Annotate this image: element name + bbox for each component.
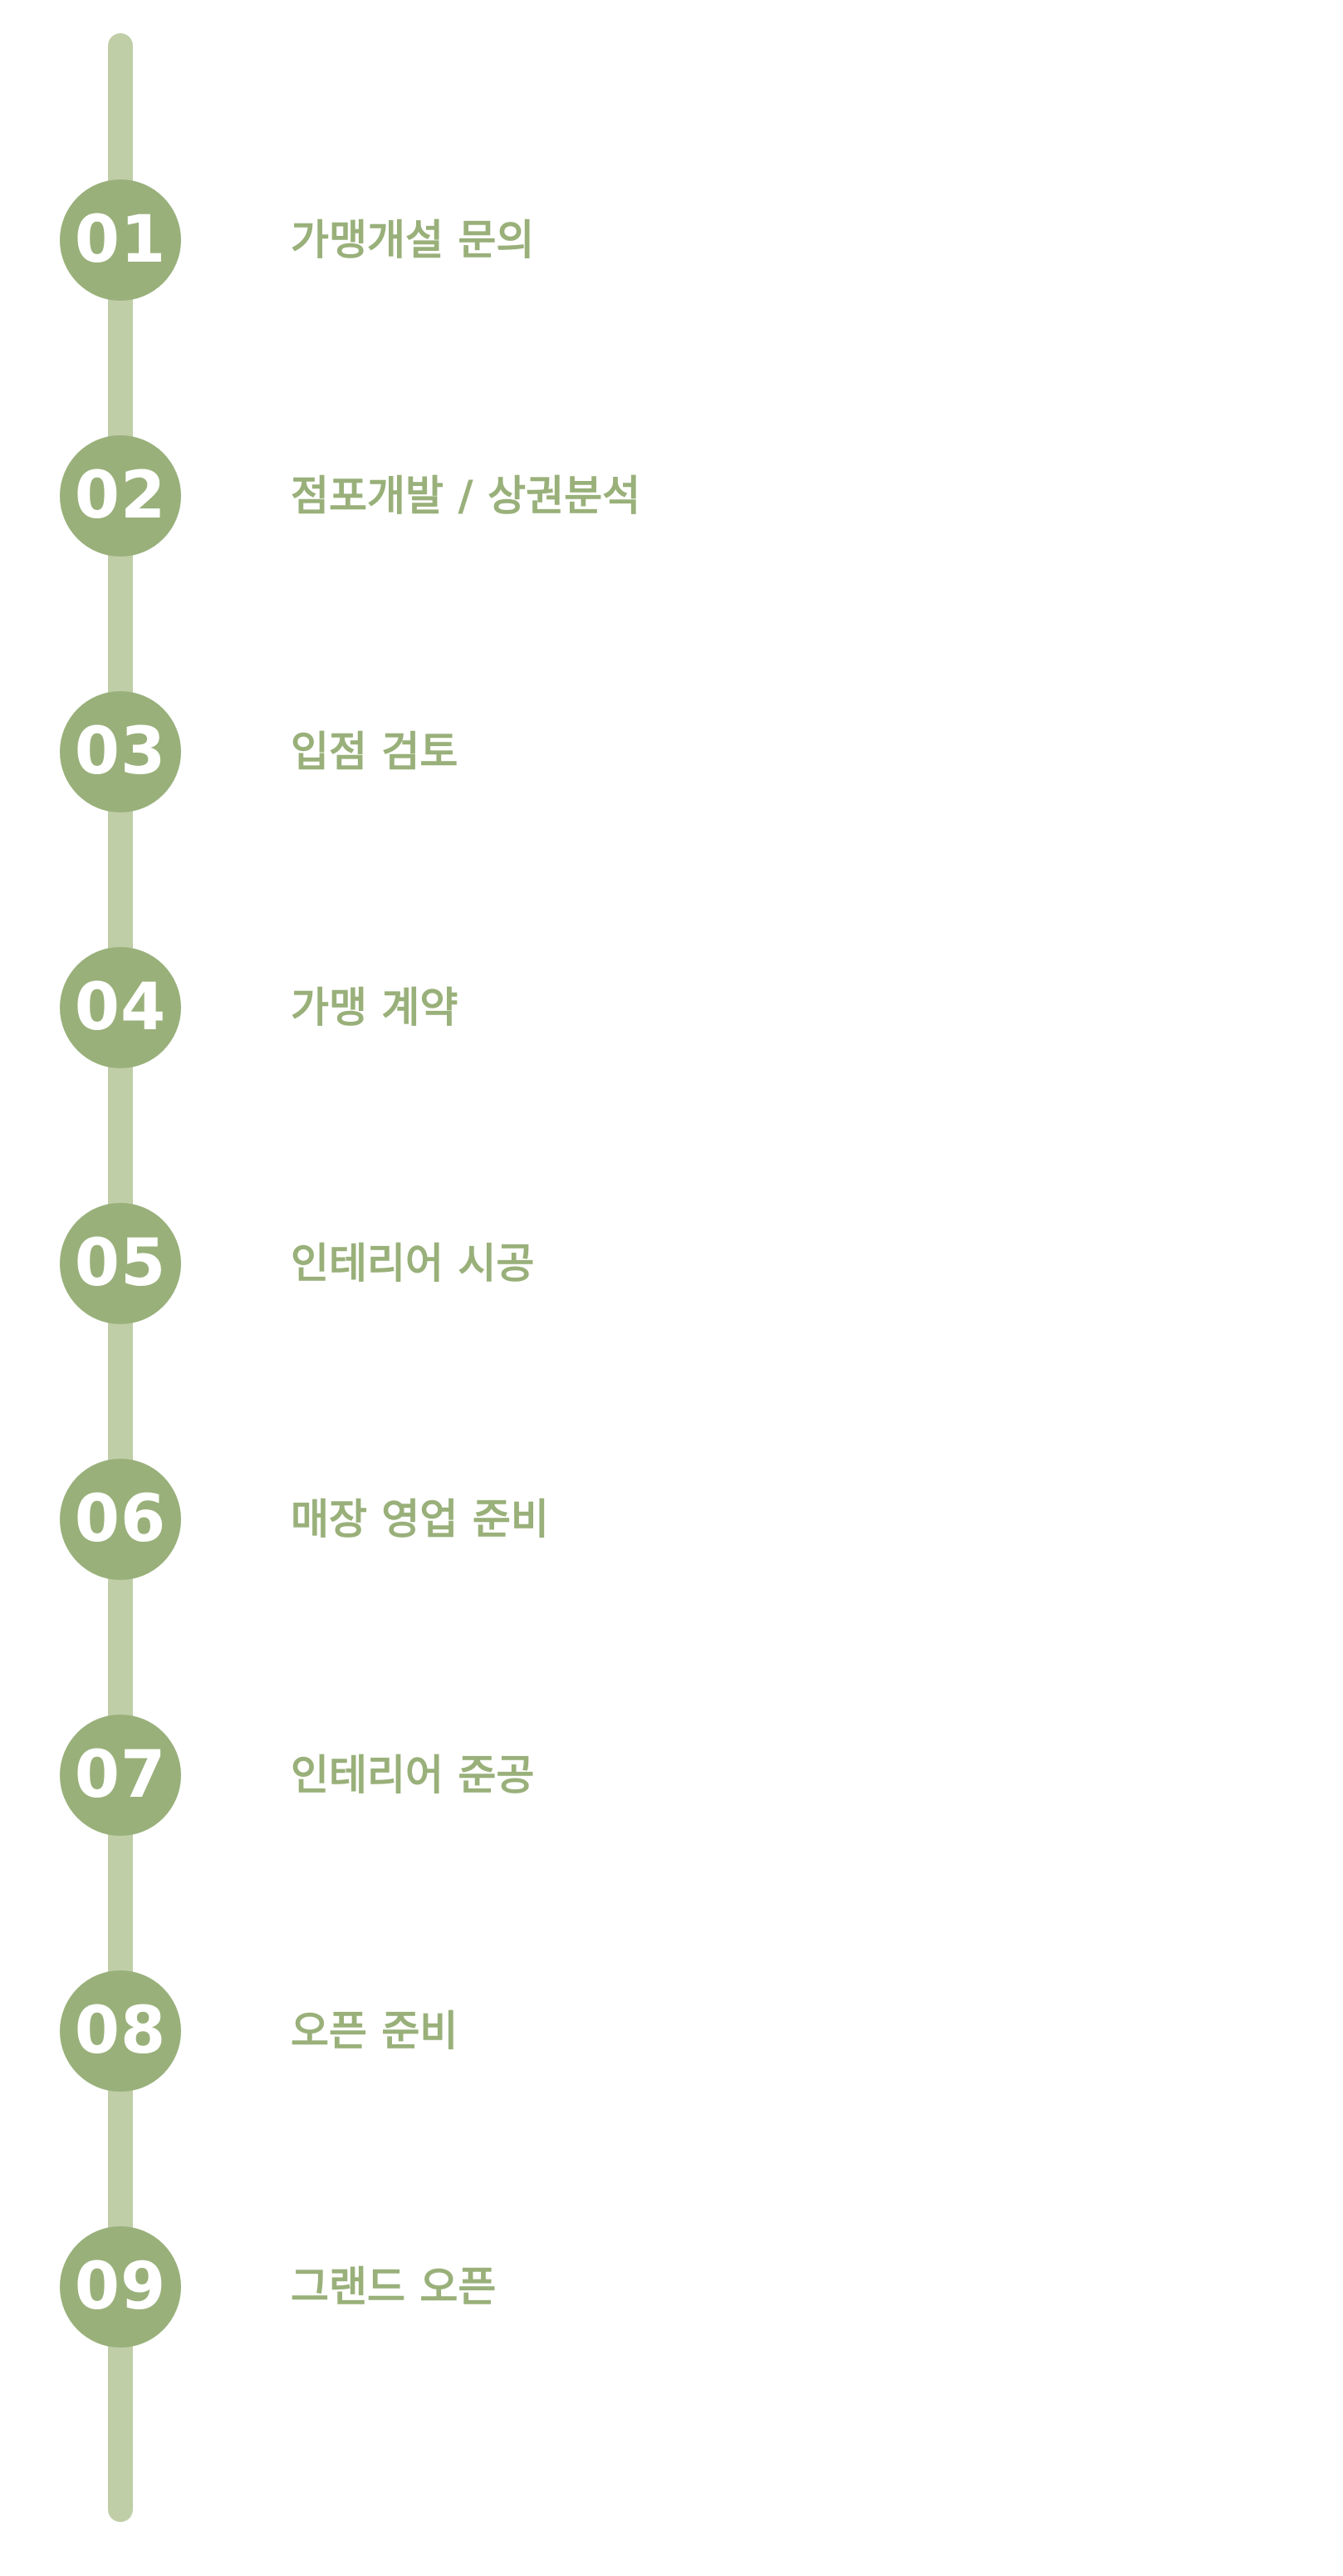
step-number-badge: 05 (60, 1203, 181, 1324)
step-08: 08 오픈 준비 (0, 1970, 1343, 2092)
step-number-badge: 02 (60, 435, 181, 557)
step-label: 오픈 준비 (291, 2007, 458, 2055)
step-label: 인테리어 시공 (291, 1239, 535, 1288)
step-label: 입점 검토 (291, 728, 458, 776)
step-number-badge: 04 (60, 947, 181, 1068)
step-03: 03 입점 검토 (0, 691, 1343, 812)
step-number-badge: 06 (60, 1459, 181, 1580)
step-label: 가맹개설 문의 (291, 216, 535, 264)
step-number-badge: 07 (60, 1715, 181, 1836)
step-label: 인테리어 준공 (291, 1751, 535, 1799)
step-number-badge: 01 (60, 179, 181, 301)
step-label: 매장 영업 준비 (291, 1495, 549, 1543)
step-05: 05 인테리어 시공 (0, 1203, 1343, 1324)
step-number-badge: 03 (60, 691, 181, 812)
step-06: 06 매장 영업 준비 (0, 1459, 1343, 1580)
step-number-badge: 09 (60, 2226, 181, 2348)
step-label: 가맹 계약 (291, 984, 458, 1032)
step-09: 09 그랜드 오픈 (0, 2226, 1343, 2348)
step-01: 01 가맹개설 문의 (0, 179, 1343, 301)
step-label: 점포개발 / 상권분석 (291, 472, 641, 520)
step-07: 07 인테리어 준공 (0, 1715, 1343, 1836)
step-label: 그랜드 오픈 (291, 2263, 497, 2311)
step-number-badge: 08 (60, 1970, 181, 2092)
step-04: 04 가맹 계약 (0, 947, 1343, 1068)
step-02: 02 점포개발 / 상권분석 (0, 435, 1343, 557)
